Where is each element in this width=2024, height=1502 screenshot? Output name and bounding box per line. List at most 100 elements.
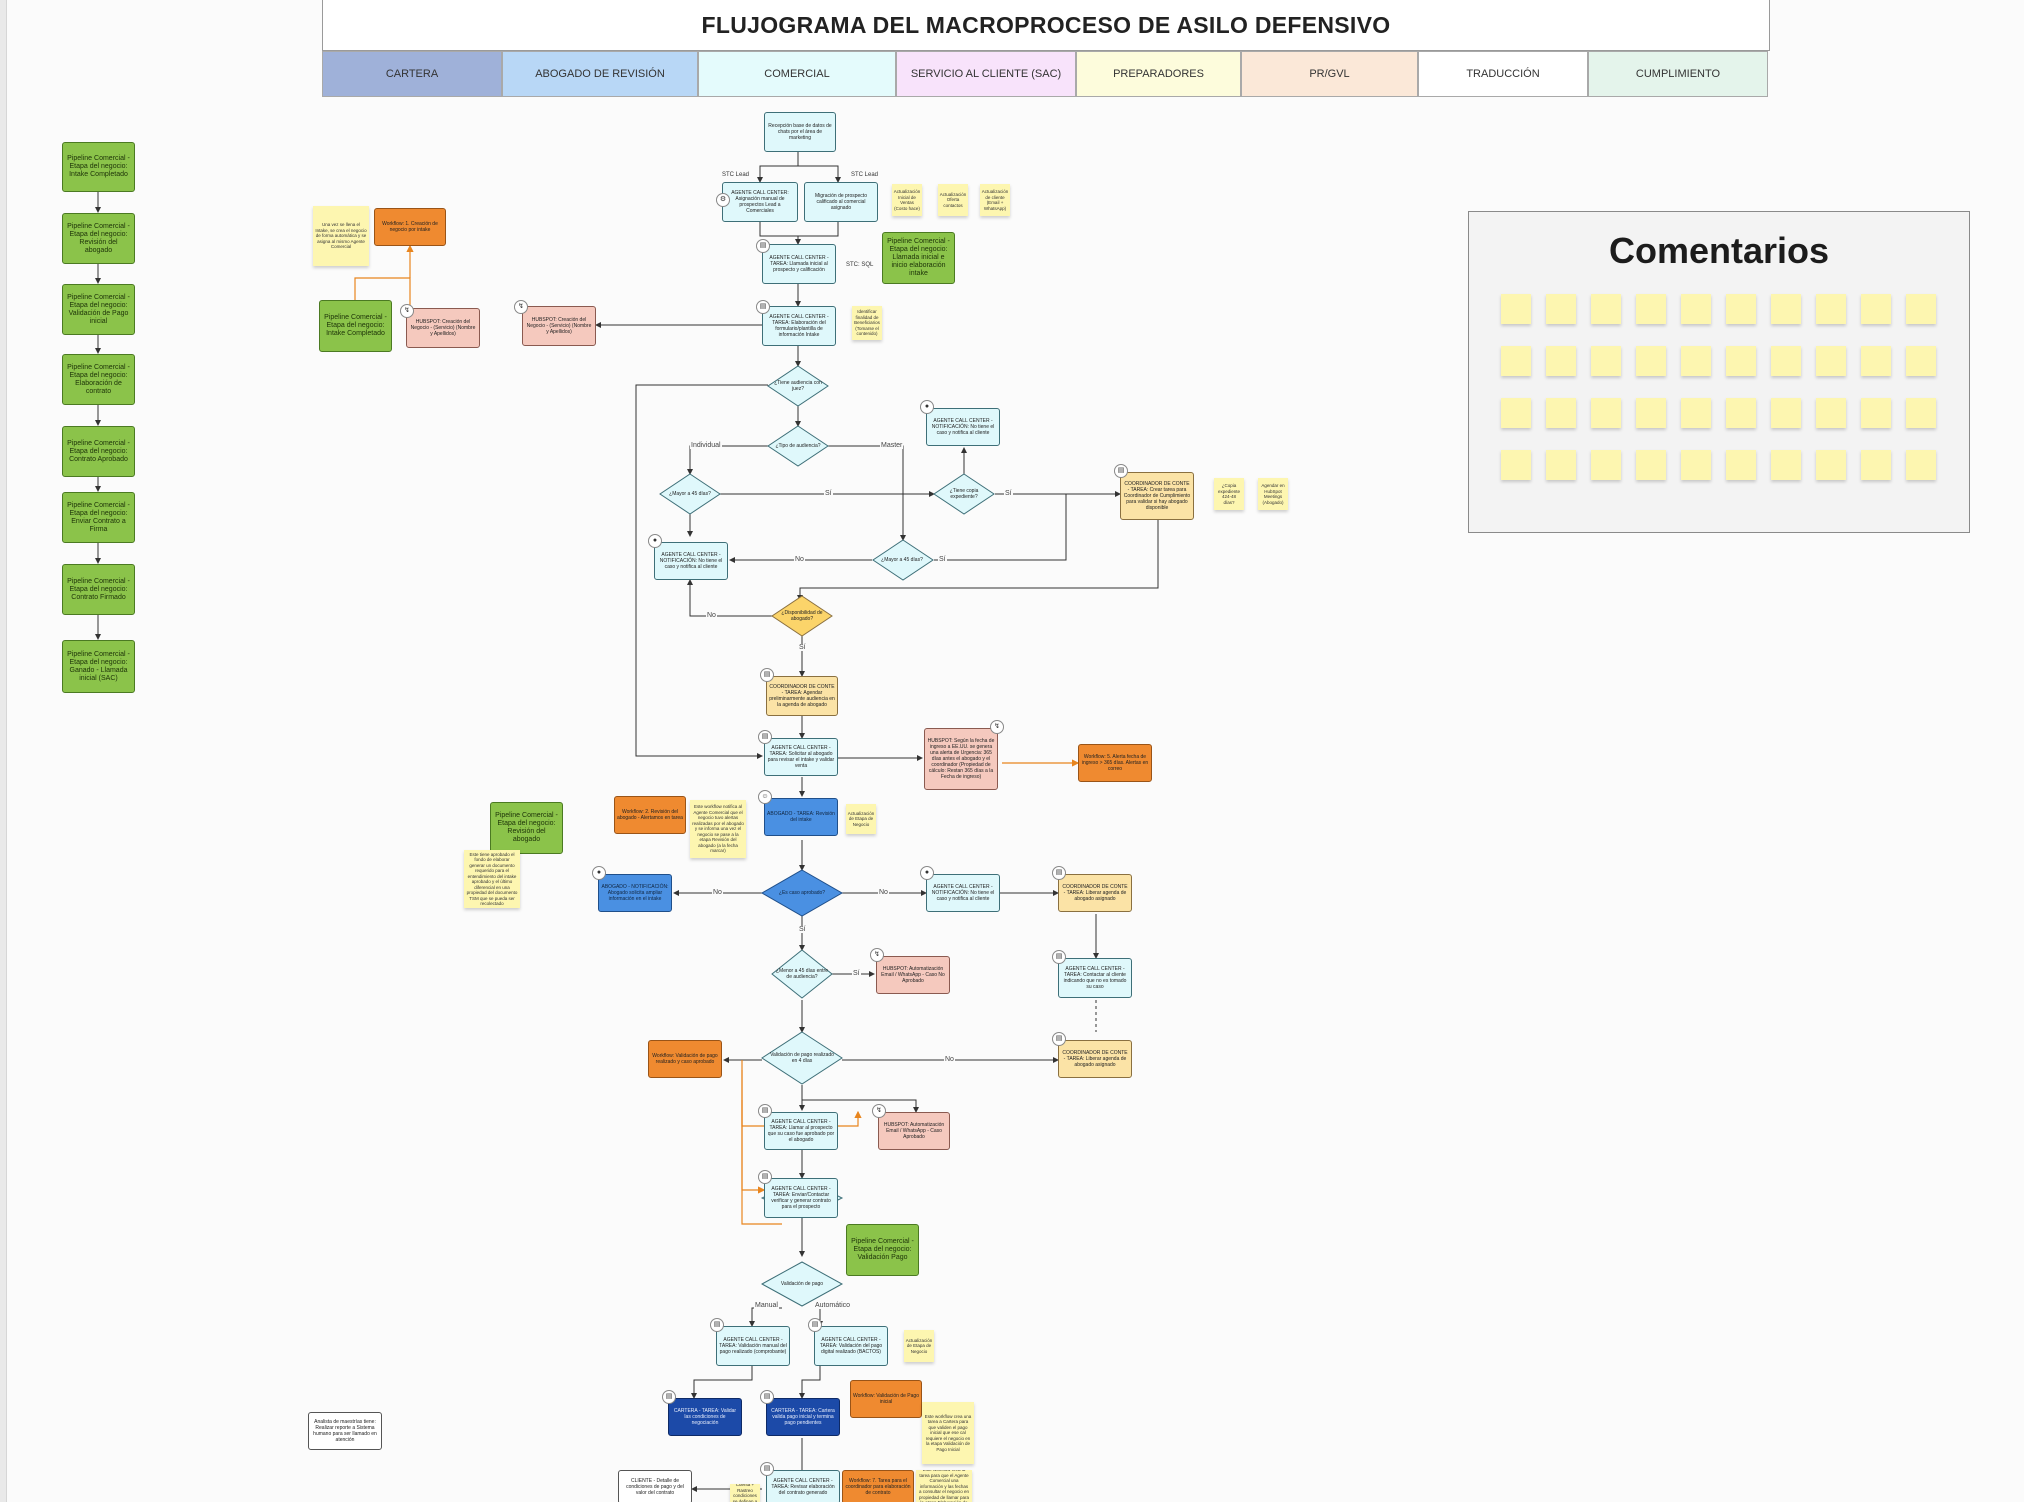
node-abogado-notificacion[interactable]: ABOGADO - NOTIFICACIÓN: Abogado solicita… <box>598 874 672 912</box>
decision-disponibilidad[interactable]: ¿Disponibilidad de abogado? <box>781 610 823 622</box>
comment-sticky[interactable] <box>1501 346 1531 376</box>
node-validacion-automatica[interactable]: AGENTE CALL CENTER - TAREA: Validación d… <box>814 1326 888 1366</box>
node-workflow-alerta[interactable]: Workflow: 5. Alerta fecha de ingreso > 3… <box>1078 744 1152 782</box>
comment-sticky[interactable] <box>1861 294 1891 324</box>
comment-sticky[interactable] <box>1771 450 1801 480</box>
comment-sticky[interactable] <box>1546 346 1576 376</box>
comment-sticky[interactable] <box>1861 450 1891 480</box>
comment-sticky[interactable] <box>1681 294 1711 324</box>
node-hubspot-aprobado[interactable]: HUBSPOT: Automatización Email / WhatsApp… <box>878 1112 950 1150</box>
node-tarea-elaboracion[interactable]: AGENTE CALL CENTER - TAREA: Elaboración … <box>762 306 836 346</box>
node-contactar-cliente[interactable]: AGENTE CALL CENTER - TAREA: Contactar al… <box>1058 958 1132 998</box>
comment-sticky[interactable] <box>1546 294 1576 324</box>
sticky-note[interactable]: Actualización Inicial de Ventas (Costo h… <box>892 184 922 216</box>
sticky-note[interactable]: Este workflow notifica al Agente Comerci… <box>690 800 746 858</box>
node-tarea-llamada[interactable]: AGENTE CALL CENTER - TAREA: Llamada inic… <box>762 244 836 284</box>
comment-sticky[interactable] <box>1861 398 1891 428</box>
decision-mayor-45-2[interactable]: ¿Mayor a 45 días? <box>881 557 923 563</box>
comment-sticky[interactable] <box>1816 294 1846 324</box>
left-scroll-gutter[interactable] <box>0 0 7 1502</box>
decision-validacion-pago[interactable]: Validación de pago <box>780 1281 824 1287</box>
comment-sticky[interactable] <box>1681 450 1711 480</box>
sticky-note[interactable]: Una vez se llena el Intake, se crea el n… <box>313 206 369 266</box>
decision-audiencia[interactable]: ¿Tiene audiencia con juez? <box>774 380 822 392</box>
node-cliente-condiciones[interactable]: CLIENTE - Detalle de condiciones de pago… <box>618 1470 692 1502</box>
node-notificacion-2[interactable]: AGENTE CALL CENTER - NOTIFICACIÓN: No ti… <box>654 542 728 580</box>
node-workflow-validacion[interactable]: Workflow: Validación de pago realizado y… <box>648 1040 722 1078</box>
pipeline-stage[interactable]: Pipeline Comercial - Etapa del negocio: … <box>62 142 135 192</box>
comment-sticky[interactable] <box>1546 398 1576 428</box>
comment-sticky[interactable] <box>1816 398 1846 428</box>
comment-sticky[interactable] <box>1726 450 1756 480</box>
comment-sticky[interactable] <box>1501 450 1531 480</box>
comment-sticky[interactable] <box>1906 398 1936 428</box>
node-recepcion[interactable]: Recepción base de datos de chats por el … <box>764 112 836 152</box>
comment-sticky[interactable] <box>1501 398 1531 428</box>
decision-menor-45[interactable]: ¿Menor a 45 días entre de audiencia? <box>776 968 828 980</box>
pipeline-stage[interactable]: Pipeline Comercial - Etapa del negocio: … <box>62 492 135 543</box>
pipeline-intake-completado[interactable]: Pipeline Comercial - Etapa del negocio: … <box>319 300 392 352</box>
pipeline-stage[interactable]: Pipeline Comercial - Etapa del negocio: … <box>62 354 135 405</box>
sticky-note[interactable]: Actualización de Etapa de Negocio <box>904 1330 934 1362</box>
node-cartera-negociacion[interactable]: CARTERA - TAREA: Validar las condiciones… <box>668 1398 742 1436</box>
node-hubspot-creacion[interactable]: HUBSPOT: Creación del Negocio - (Servici… <box>406 308 480 348</box>
decision-mayor-45[interactable]: ¿Mayor a 45 días? <box>669 491 711 497</box>
comment-sticky[interactable] <box>1726 294 1756 324</box>
node-workflow-revision[interactable]: Workflow: 2. Revisión del abogado - Aler… <box>614 796 686 834</box>
node-coordinador-liberar[interactable]: COORDINADOR DE CONTE - TAREA: Liberar ag… <box>1058 874 1132 912</box>
comment-sticky[interactable] <box>1591 450 1621 480</box>
comment-sticky[interactable] <box>1681 346 1711 376</box>
node-notificacion-1[interactable]: AGENTE CALL CENTER - NOTIFICACIÓN: No ti… <box>926 408 1000 446</box>
node-hubspot-fecha-ingreso[interactable]: HUBSPOT: Según la fecha de ingreso a EE.… <box>924 728 998 790</box>
sticky-note[interactable]: Identificar finalidad de Beneficiarios (… <box>852 306 882 340</box>
comment-sticky[interactable] <box>1726 398 1756 428</box>
comment-sticky[interactable] <box>1591 398 1621 428</box>
node-workflow-pago-inicial[interactable]: Workflow: Validación de Pago inicial <box>850 1380 922 1418</box>
comment-sticky[interactable] <box>1771 294 1801 324</box>
comment-sticky[interactable] <box>1591 346 1621 376</box>
comment-sticky[interactable] <box>1726 346 1756 376</box>
comment-sticky[interactable] <box>1861 346 1891 376</box>
comment-sticky[interactable] <box>1906 346 1936 376</box>
comment-sticky[interactable] <box>1816 450 1846 480</box>
comment-sticky[interactable] <box>1771 398 1801 428</box>
pipeline-validacion-pago[interactable]: Pipeline Comercial - Etapa del negocio: … <box>846 1224 919 1276</box>
sticky-note[interactable]: ¿Copia expediente 424-48 días? <box>1214 478 1244 510</box>
node-hubspot-no-aprobado[interactable]: HUBSPOT: Automatización Email / WhatsApp… <box>876 956 950 994</box>
pipeline-stage[interactable]: Pipeline Comercial - Etapa del negocio: … <box>62 284 135 335</box>
sticky-note[interactable]: Actualización de Etapa de Negocio <box>846 804 876 834</box>
decision-copia-expediente[interactable]: ¿Tiene copia expediente? <box>949 488 979 500</box>
comment-sticky[interactable] <box>1636 450 1666 480</box>
sticky-note[interactable]: Agendar en HubSpot Meetings (Abogado) <box>1258 478 1288 510</box>
comment-sticky[interactable] <box>1636 398 1666 428</box>
decision-validacion-pago-4-dias[interactable]: Validación de pago realizado en 4 días <box>770 1052 834 1064</box>
comment-sticky[interactable] <box>1906 294 1936 324</box>
comment-sticky[interactable] <box>1501 294 1531 324</box>
sticky-note[interactable]: Cuenta + Rastreo condiciones se definan … <box>730 1484 760 1502</box>
sticky-note[interactable]: Actualización de cliente (Email + WhatsA… <box>980 184 1010 216</box>
comment-sticky[interactable] <box>1636 346 1666 376</box>
node-tarea-solicitar-abogado[interactable]: AGENTE CALL CENTER - TAREA: Solicitar al… <box>764 738 838 776</box>
sticky-note[interactable]: Este workflow crea una tarea a Cartera p… <box>922 1402 974 1464</box>
node-abogado-tarea[interactable]: ABOGADO - TAREA: Revisión del intake <box>764 798 838 836</box>
comment-sticky[interactable] <box>1906 450 1936 480</box>
sticky-note[interactable]: Este tiene aprobado el fondo de elaborar… <box>464 850 520 908</box>
node-agente-asignacion[interactable]: AGENTE CALL CENTER: Asignación manual de… <box>722 182 798 222</box>
pipeline-stage[interactable]: Pipeline Comercial - Etapa del negocio: … <box>62 640 135 693</box>
comment-sticky[interactable] <box>1771 346 1801 376</box>
comment-sticky[interactable] <box>1636 294 1666 324</box>
sticky-note[interactable]: Actualización Oferta contactos <box>938 184 968 216</box>
pipeline-stage[interactable]: Pipeline Comercial - Etapa del negocio: … <box>62 564 135 615</box>
node-coordinador-agendar[interactable]: COORDINADOR DE CONTE - TAREA: Agendar pr… <box>766 676 838 716</box>
sticky-note[interactable]: Este workflow crea la tarea para que el … <box>916 1470 972 1502</box>
node-agente-revisar-contrato[interactable]: AGENTE CALL CENTER - TAREA: Revisar elab… <box>766 1470 840 1502</box>
node-notificacion-3[interactable]: AGENTE CALL CENTER - NOTIFICACIÓN: No ti… <box>926 874 1000 912</box>
comment-sticky[interactable] <box>1591 294 1621 324</box>
pipeline-stage[interactable]: Pipeline Comercial - Etapa del negocio: … <box>62 213 135 264</box>
node-coordinador-liberar-2[interactable]: COORDINADOR DE CONTE - TAREA: Liberar ag… <box>1058 1040 1132 1078</box>
node-migracion[interactable]: Migración de prospecto calificado al com… <box>804 182 878 222</box>
decision-caso-aprobado[interactable]: ¿Es caso aprobado? <box>778 890 826 896</box>
pipeline-llamada-inicial[interactable]: Pipeline Comercial - Etapa del negocio: … <box>882 232 955 284</box>
node-llamar-prospecto[interactable]: AGENTE CALL CENTER - TAREA: Llamar al pr… <box>764 1112 838 1150</box>
comment-sticky[interactable] <box>1681 398 1711 428</box>
